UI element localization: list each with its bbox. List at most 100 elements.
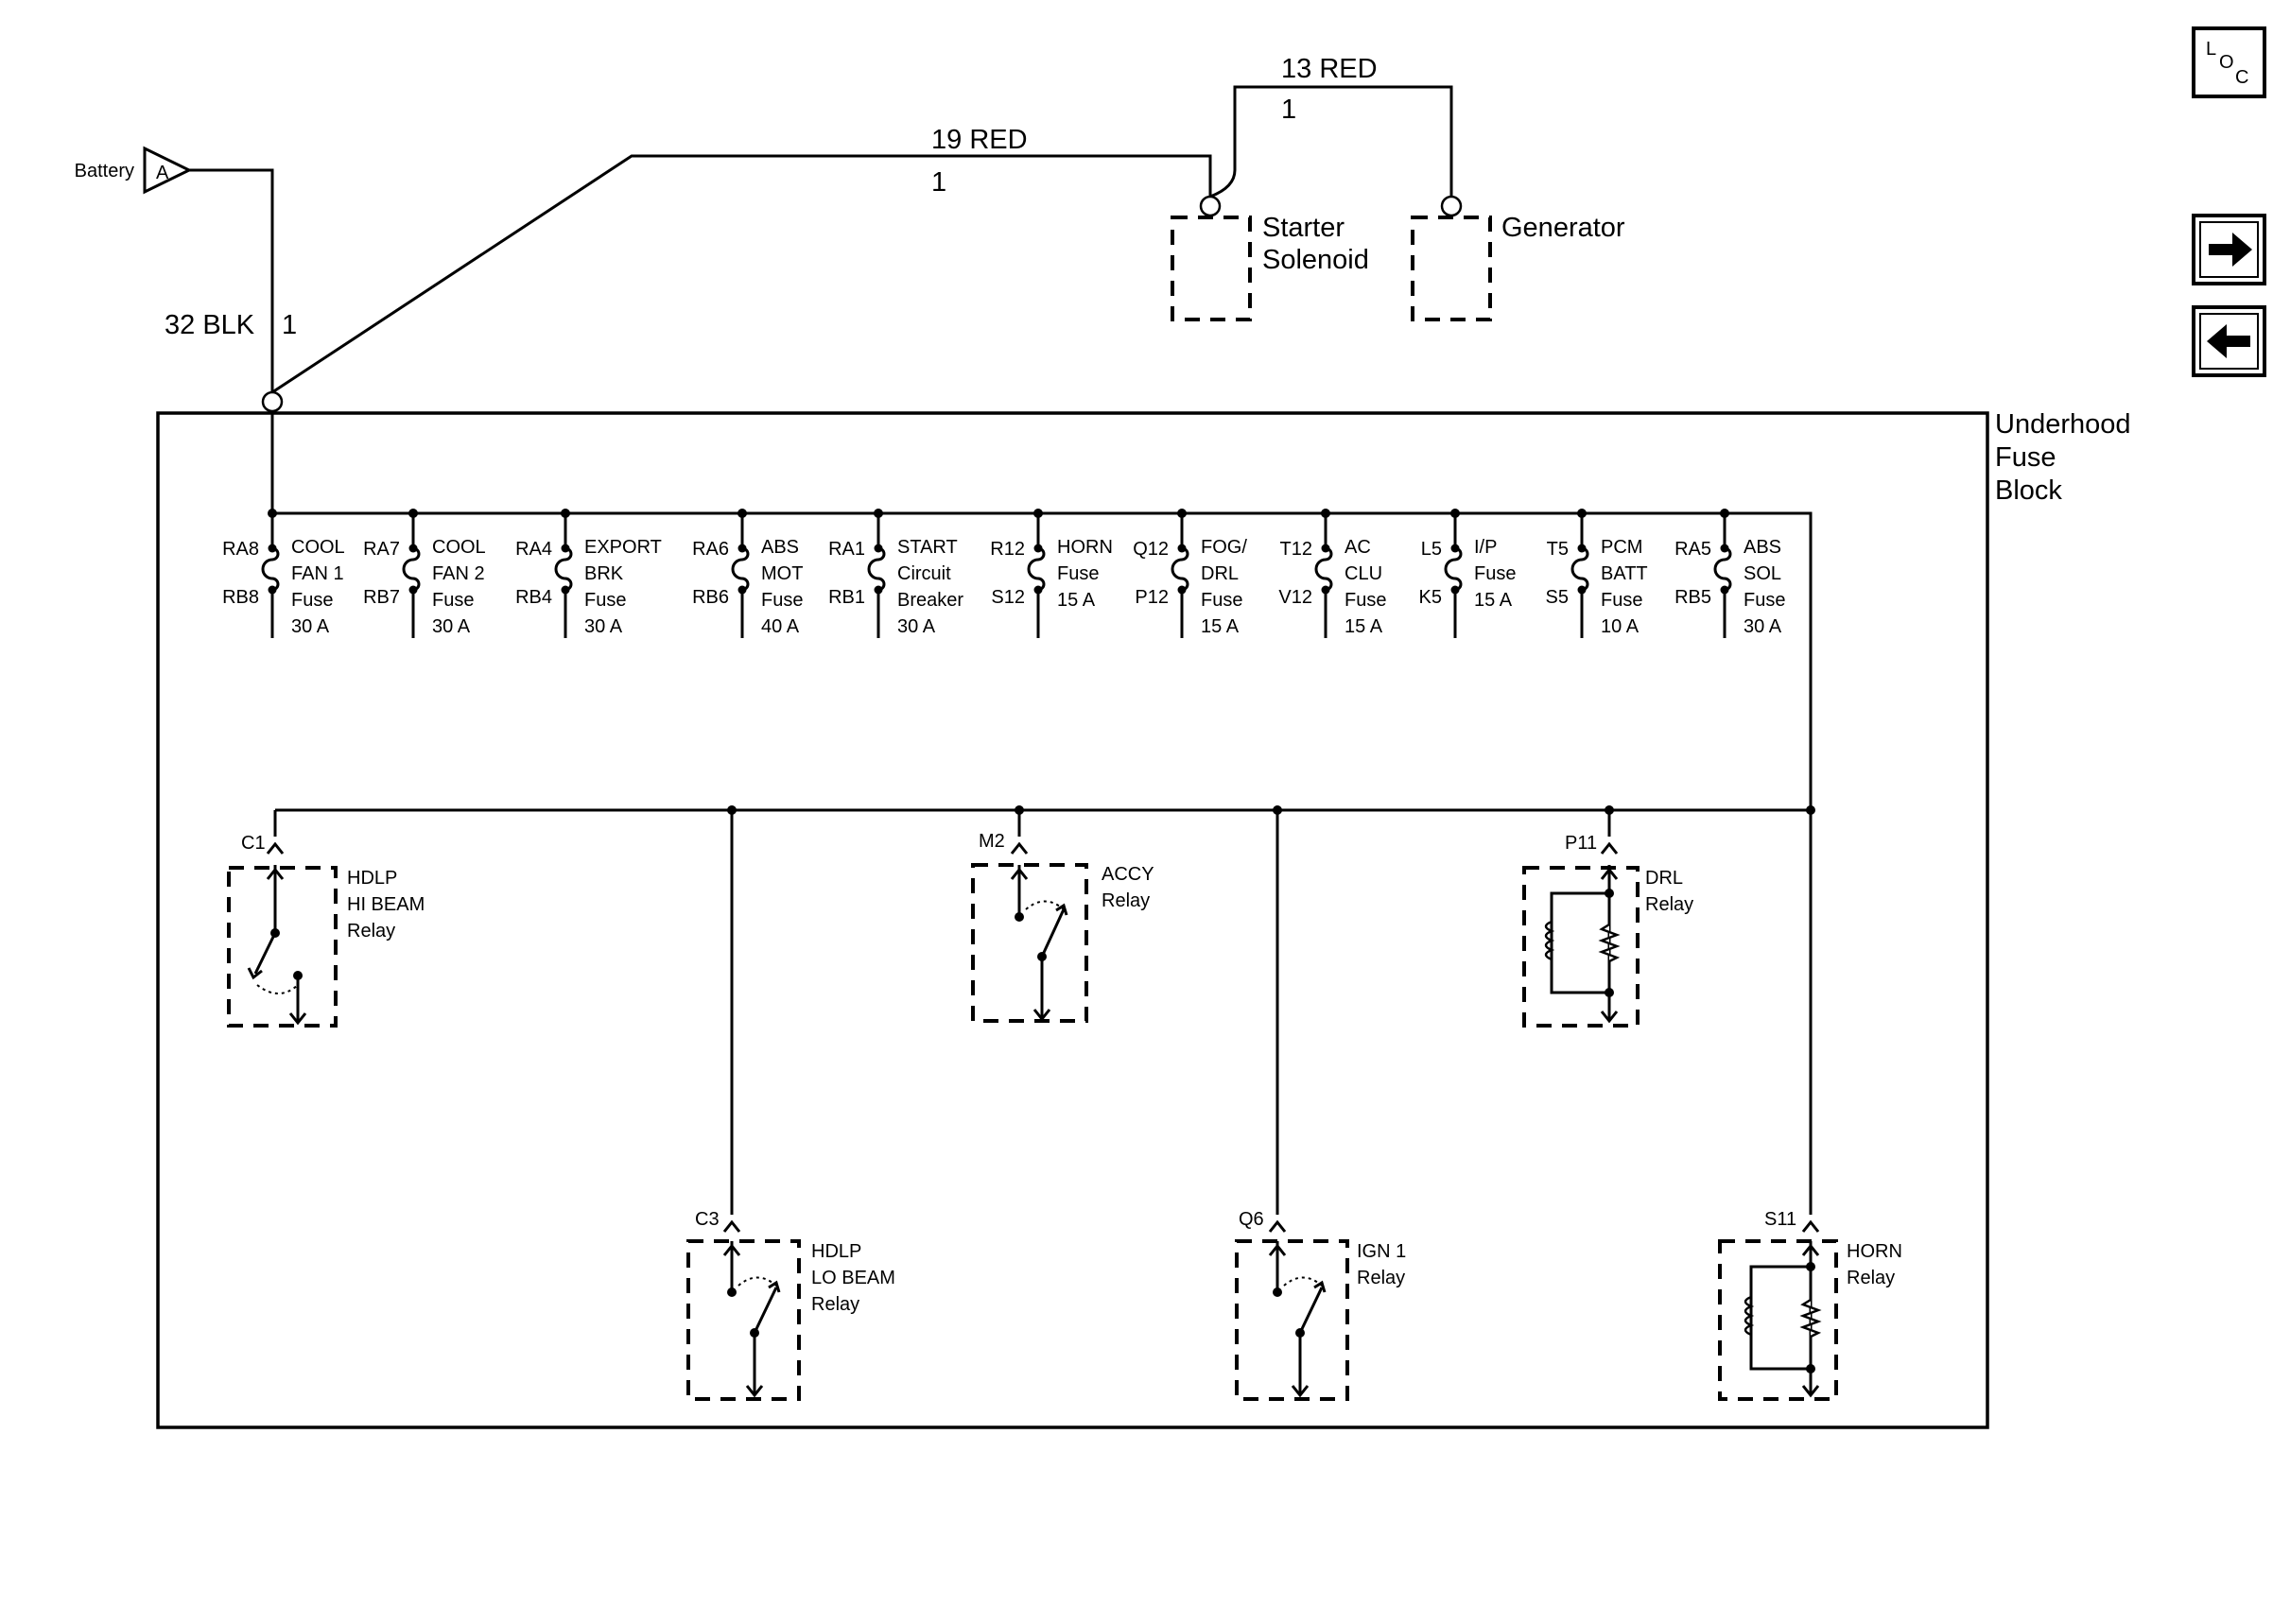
fuse-label-line: EXPORT <box>584 537 662 558</box>
relay-hdlp-hi-beam-connector <box>266 841 285 855</box>
arrow-right-icon <box>2209 233 2252 267</box>
relay-accy-switch-arm <box>1040 908 1066 958</box>
relay-group: C1 HDLP HI BEAM Relay M2 <box>227 810 1902 1401</box>
fuse-element <box>554 513 573 638</box>
generator-terminal <box>1440 195 1463 217</box>
relay-ign1-box <box>1235 1239 1349 1401</box>
relay-hdlp-hi-beam-line3: Relay <box>347 921 395 942</box>
main-bus-bar <box>272 511 1813 810</box>
fuse-top-terminal: RA5 <box>1674 539 1711 560</box>
relay-drl-line1: DRL <box>1645 868 1683 889</box>
relay-ign1-line1: IGN 1 <box>1357 1241 1406 1262</box>
relay-ign1-pin: Q6 <box>1239 1209 1264 1230</box>
relay-hdlp-lo-beam-line1: HDLP <box>811 1241 861 1262</box>
fuse-label-line: FAN 1 <box>291 563 344 584</box>
generator-feed-wire-name: 13 RED <box>1281 54 1378 84</box>
next-page-button[interactable] <box>2192 214 2266 285</box>
fuse-block-label-line1: Underhood <box>1995 409 2131 440</box>
fuse-top-terminal: RA6 <box>692 539 729 560</box>
relay-hdlp-lo-beam-box <box>686 1239 801 1401</box>
relay-drl-coil <box>1544 920 1555 961</box>
fuse-element <box>1027 513 1046 638</box>
fuse-bottom-terminal: S12 <box>991 587 1025 608</box>
relay-hdlp-hi-beam-switch-arm <box>253 932 277 975</box>
relay-drl-pin: P11 <box>1565 833 1597 854</box>
fuse-label-line: START <box>897 537 958 558</box>
fuse-bottom-terminal: RB8 <box>222 587 259 608</box>
fuse-top-terminal: Q12 <box>1133 539 1169 560</box>
location-button-o: O <box>2219 52 2234 73</box>
location-button-l: L <box>2206 39 2216 60</box>
fuse-label-line: FOG/ <box>1201 537 1247 558</box>
fuse-label-line: 30 A <box>584 616 623 637</box>
location-button[interactable]: L O C <box>2192 26 2266 98</box>
fuse-label-line: FAN 2 <box>432 563 485 584</box>
fuse-label-line: MOT <box>761 563 803 584</box>
starter-feed-wire-name: 19 RED <box>931 125 1028 155</box>
battery-feed-wire <box>189 168 274 392</box>
previous-page-button[interactable] <box>2192 305 2266 377</box>
relay-horn-line2: Relay <box>1847 1268 1895 1288</box>
relay-hdlp-hi-beam-box <box>227 866 338 1028</box>
relay-horn-coil <box>1744 1295 1755 1337</box>
relay-accy-line2: Relay <box>1102 890 1150 911</box>
battery-connector: A Battery <box>75 146 193 195</box>
fuse-label-line: 15 A <box>1201 616 1240 637</box>
fuse-element <box>1713 513 1732 638</box>
fuse-label-line: Circuit <box>897 563 951 584</box>
fuse-label-line: COOL <box>291 537 345 558</box>
fuse-label-line: Fuse <box>584 590 626 611</box>
relay-hdlp-lo-beam: C3 HDLP LO BEAM Relay <box>686 810 895 1401</box>
relay-hdlp-lo-beam-switch-arm <box>753 1287 778 1334</box>
fuse-bottom-terminal: RB7 <box>363 587 400 608</box>
relay-ign1-connector <box>1268 1219 1287 1233</box>
generator-feed-wire <box>1209 85 1453 199</box>
arrow-left-icon <box>2207 324 2250 358</box>
relay-horn-connector <box>1801 1219 1820 1233</box>
location-button-frame[interactable] <box>2192 26 2266 98</box>
fuse-block-label-line3: Block <box>1995 475 2062 506</box>
fuse-element <box>402 513 421 638</box>
fuse-top-terminal: R12 <box>990 539 1025 560</box>
fuse-bottom-terminal: RB6 <box>692 587 729 608</box>
relay-drl-line2: Relay <box>1645 894 1693 915</box>
fuse-label-line: DRL <box>1201 563 1239 584</box>
fuse-label-line: Fuse <box>1601 590 1642 611</box>
relay-horn: S11 HORN Relay <box>1718 810 1902 1401</box>
generator: Generator <box>1411 195 1625 321</box>
starter-solenoid-box <box>1171 216 1252 321</box>
fuse-element <box>1171 513 1189 638</box>
fuse-top-terminal: T12 <box>1280 539 1312 560</box>
fuse-top-terminal: RA8 <box>222 539 259 560</box>
fuse-element <box>1570 513 1589 638</box>
fuse-bottom-terminal: P12 <box>1135 587 1169 608</box>
fuse-label-line: BATT <box>1601 563 1648 584</box>
fuse-label-line: CLU <box>1345 563 1382 584</box>
fuse-label-line: Fuse <box>1474 563 1516 584</box>
fuse-label-line: 40 A <box>761 616 800 637</box>
relay-accy-line1: ACCY <box>1102 864 1154 885</box>
battery-label: Battery <box>75 161 134 181</box>
relay-accy: M2 ACCY Relay <box>971 810 1154 1023</box>
battery-feed-wire-number: 1 <box>282 310 297 340</box>
fuse-label-line: Fuse <box>1057 563 1099 584</box>
fuse-bottom-terminal: K5 <box>1419 587 1442 608</box>
fuse-label-line: 15 A <box>1474 590 1513 611</box>
relay-ign1-switch-arm <box>1298 1287 1324 1334</box>
fuse-label-line: Fuse <box>761 590 803 611</box>
fuse-top-terminal: RA7 <box>363 539 400 560</box>
relay-horn-resistor <box>1799 1298 1822 1339</box>
starter-solenoid: Starter Solenoid <box>1171 195 1369 321</box>
fuse-label-line: Fuse <box>1744 590 1785 611</box>
starter-label-line1: Starter <box>1262 213 1345 243</box>
fuse-label-line: 15 A <box>1345 616 1383 637</box>
relay-horn-line1: HORN <box>1847 1241 1902 1262</box>
fuse-label-line: ABS <box>761 537 799 558</box>
fuse-block-feed-terminal <box>261 390 284 413</box>
